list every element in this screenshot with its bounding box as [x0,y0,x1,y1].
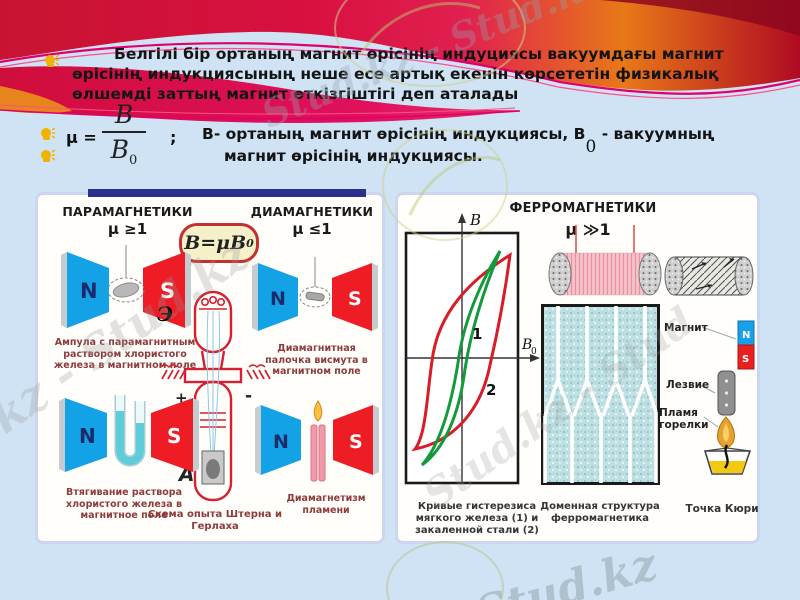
domain-caption: Доменная структура ферромагнетика [540,501,660,524]
fraction-denominator: B0 [110,135,138,168]
formula-description: В- ортаның магнит өрісінің индукциясы, В… [202,125,715,165]
svg-text:0: 0 [531,347,537,357]
stern-gerlach-caption: Схема опыта Штерна и Герлаха [147,509,283,532]
b0-subscript: 0 [585,137,597,157]
svg-text:N: N [742,330,750,341]
n-magnet-pole [258,263,298,331]
s-magnet-pole [151,398,193,472]
svg-text:S: S [742,354,749,365]
flame-label: Пламя горелки [659,407,709,431]
solenoid-coil-icon [548,225,662,296]
label-minus: - [245,386,252,406]
ampoule-caption: Ампула с парамагнитным раствором хлорист… [53,337,197,371]
formula-semicolon: ; [170,128,177,147]
svg-text:S: S [160,279,175,303]
n-magnet-pole [67,252,109,328]
axis-b-label: B [469,211,481,229]
flame-diamagnetism-magnets: N S [255,400,379,482]
ferromagnetics-title: ФЕРРОМАГНЕТИКИ [509,201,657,216]
paramagnetic-ampoule-magnets: N S [61,245,191,328]
atom-beam-lines [206,310,221,456]
hysteresis-caption: Кривые гистерезиса мягкого железа (1) и … [415,501,539,536]
paramagnetics-diamagnetics-panel: ПАРАМАГНЕТИКИ μ ≥1 ДИАМАГНЕТИКИ μ ≤1 B=μ… [35,189,385,544]
fraction-bar [102,131,146,133]
ferromagnetics-panel: ФЕРРОМАГНЕТИКИ μ ≫1 B B 0 1 2 Кривые гис… [395,192,760,544]
bullet-icon [41,127,55,140]
bismuth-rod-icon [305,291,325,302]
diamagnetics-mu: μ ≤1 [292,220,332,238]
magnet-label: Магнит [664,322,708,334]
s-magnet-pole [143,252,185,328]
watermark: Stud.kz [470,538,663,600]
n-magnet-pole [65,398,107,472]
panel-top-bar [88,189,366,197]
hysteresis-graph: B B 0 1 2 [404,211,540,485]
wick [723,444,729,469]
bullet-icon [45,54,59,67]
ampoule-icon [112,282,140,298]
n-magnet-pole [261,405,301,475]
s-magnet-pole [333,405,373,475]
iron-solution-utube-magnets: N S [59,395,199,472]
curve-1-label: 1 [472,325,482,343]
curie-point-caption: Точка Кюри [685,503,759,515]
fraction-b-over-b0: B B0 [100,102,148,174]
domain-walls [543,306,658,483]
precession-orbit [107,277,145,303]
diamagnetics-title: ДИАМАГНЕТИКИ [250,204,374,219]
iron-solution-caption: Втягивание раствора хлористого железа в … [65,487,183,521]
candle-icon [310,424,318,482]
paramagnetics-title: ПАРАМАГНЕТИКИ [62,204,193,219]
bismuth-caption: Диамагнитная палочка висмута в магнитном… [265,343,368,377]
label-e: Э [157,302,173,326]
axis-b0-label: B [521,337,532,353]
domain-structure-image [541,304,660,485]
flame-diamagnetism-caption: Диамагнетизм пламени [286,493,366,516]
mu-equals: μ = [66,128,97,147]
svg-text:S: S [167,424,181,448]
svg-text:S: S [348,288,362,310]
u-tube-icon [114,395,146,467]
curve-2-label: 2 [486,381,496,399]
fraction-numerator: B [114,100,134,129]
flame-icon [313,400,323,422]
svg-text:N: N [80,279,98,303]
diamagnetic-bismuth-magnets: N S [252,257,378,331]
svg-text:N: N [79,424,96,448]
svg-text:S: S [349,431,363,453]
iron-core-icon [664,256,754,296]
svg-text:N: N [270,288,286,310]
hysteresis-curve-steel [411,252,512,452]
s-magnet-pole [332,263,372,331]
hysteresis-curve-iron [420,250,502,467]
curie-point-illustration: N S [699,320,755,475]
intro-paragraph: Белгілі бір ортаның магнит өрісінің инду… [72,45,724,103]
paramagnetics-mu: μ ≥1 [107,220,148,238]
blade-label: Лезвие [666,379,710,391]
bullet-icon [41,149,55,162]
svg-text:N: N [273,431,289,453]
